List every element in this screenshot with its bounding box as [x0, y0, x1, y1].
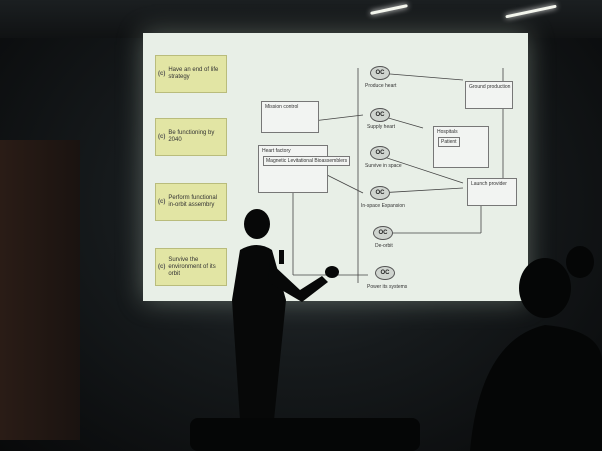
block-title: Launch provider [471, 181, 507, 187]
goal-id: (c) [158, 198, 166, 205]
capability-symbol: OC [370, 146, 390, 160]
block-title: Heart factory [262, 148, 291, 154]
block-title: Mission control [265, 104, 299, 110]
goal-card: (c) Be functioning by 2040 [155, 118, 227, 156]
launch-provider-block: Launch provider [467, 178, 517, 206]
projection-screen: (c) Have an end of life strategy (c) Be … [143, 33, 528, 301]
capability-symbol: OC [370, 186, 390, 200]
goal-card: (c) Have an end of life strategy [155, 55, 227, 93]
capability-symbol: OC [373, 226, 393, 240]
capability-label: Power its systems [367, 284, 408, 290]
heart-factory-block: Heart factory Magnetic Levitational Bioa… [258, 145, 351, 193]
capability-label: In-space Expansion [361, 203, 405, 209]
block-title: Ground production [469, 84, 511, 90]
door-frame [0, 140, 80, 440]
diagram-connectors [292, 68, 504, 283]
capability-symbol: OC [370, 108, 390, 122]
capability-symbol: OC [370, 66, 390, 80]
capability-label: Produce heart [365, 83, 397, 89]
capability-symbol: OC [375, 266, 395, 280]
mission-control-block: Mission control [261, 101, 319, 133]
patient-block: Patient [438, 137, 460, 147]
goal-text: Survive the environment of its orbit [168, 256, 216, 277]
goal-text: Perform functional in-orbit assembry [168, 195, 218, 208]
goal-text: Have an end of life strategy [168, 67, 219, 80]
capability-label: De-orbit [375, 243, 393, 249]
goal-id: (c) [158, 263, 166, 270]
bioassemblers-block: Magnetic Levitational Bioassemblers [263, 156, 351, 166]
goal-text: Be functioning by 2040 [168, 130, 215, 143]
block-title: Hospitals [437, 129, 458, 135]
goal-card: (c) Perform functional in-orbit assembry [155, 183, 227, 221]
goal-id: (c) [158, 70, 166, 77]
capability-label: Survive in space [365, 163, 402, 169]
capability-label: Supply heart [367, 124, 396, 130]
ground-production-block: Ground production [465, 81, 513, 109]
hospitals-block: Hospitals Patient [433, 126, 489, 168]
goal-id: (c) [158, 133, 166, 140]
ceiling [0, 0, 602, 38]
goal-card: (c) Survive the environment of its orbit [155, 248, 227, 286]
